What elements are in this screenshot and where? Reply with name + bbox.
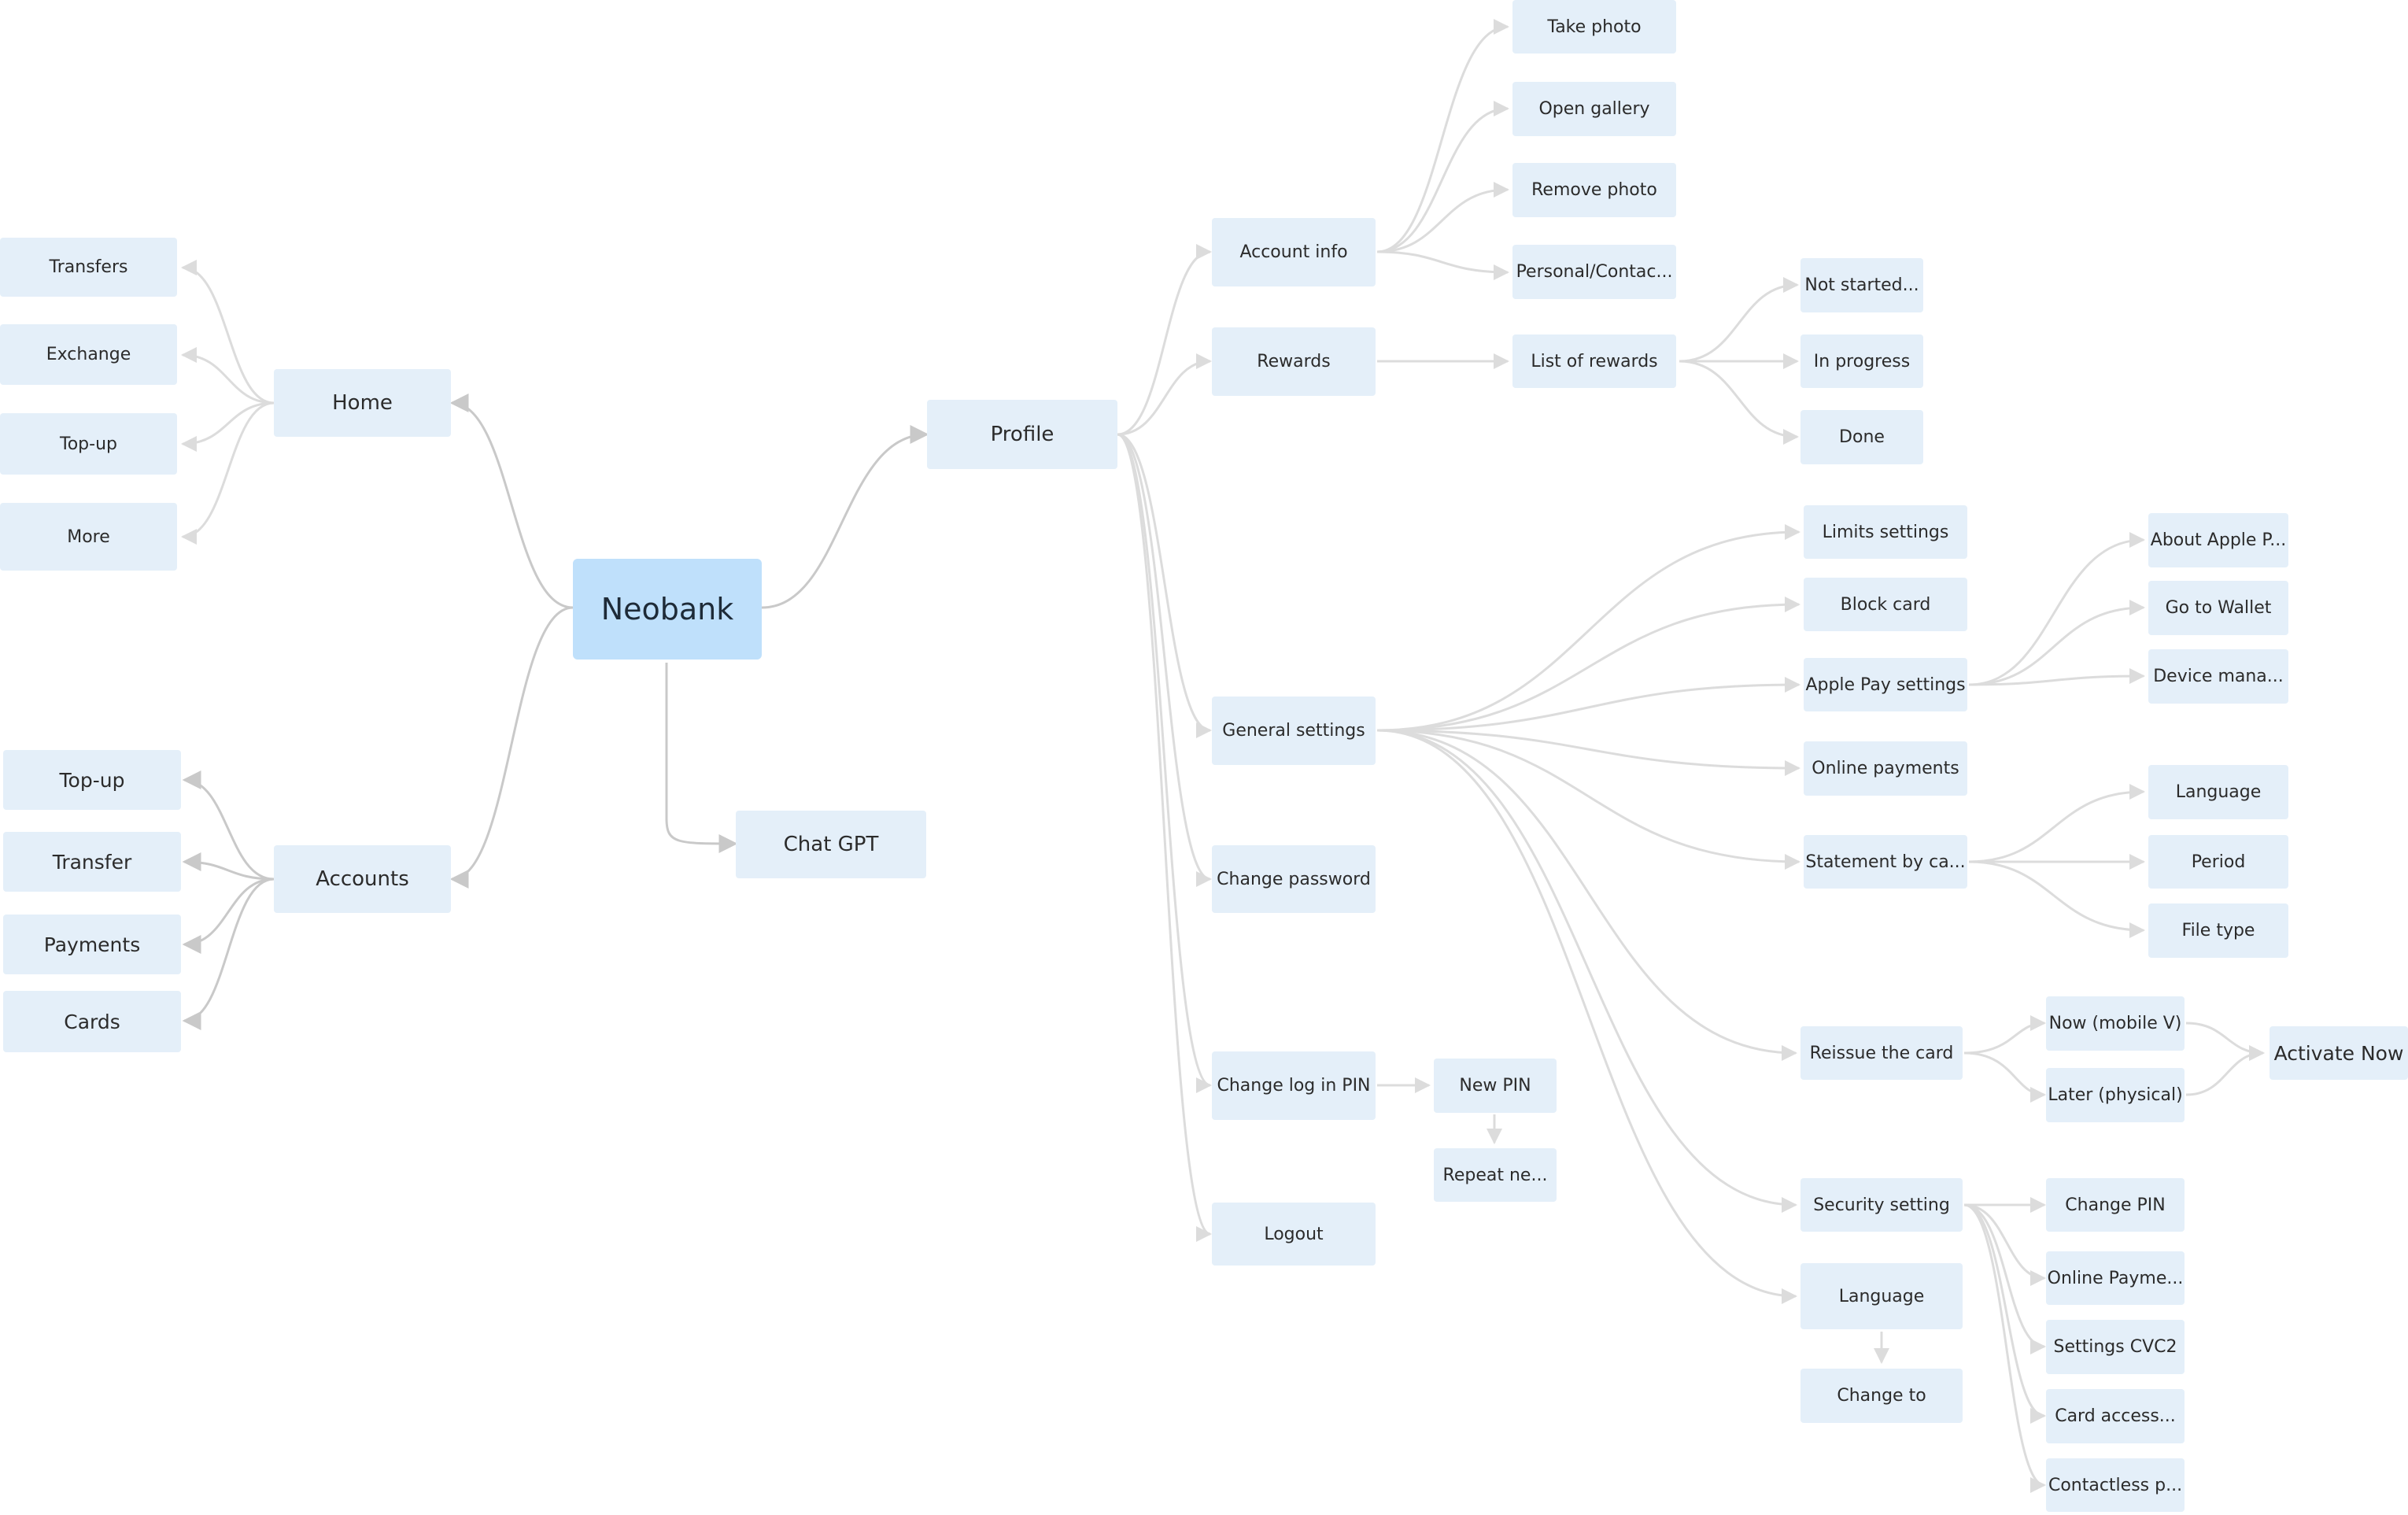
change-password-node[interactable]: Change password (1212, 845, 1376, 913)
connector (1968, 668, 2145, 686)
connector (761, 425, 929, 609)
connector (449, 394, 574, 609)
home-child-more[interactable]: More (0, 503, 177, 571)
connector (1376, 729, 1800, 776)
connector (1376, 101, 1509, 253)
statement-node[interactable]: Statement by ca... (1804, 835, 1967, 889)
accounts-child-payments[interactable]: Payments (3, 915, 181, 974)
home-node[interactable]: Home (274, 369, 451, 437)
statement-language-node[interactable]: Language (2148, 765, 2288, 819)
home-child-transfers[interactable]: Transfers (0, 238, 177, 297)
logout-node[interactable]: Logout (1212, 1203, 1376, 1266)
connector (2185, 1022, 2265, 1061)
list-of-rewards-node[interactable]: List of rewards (1512, 334, 1676, 388)
connector (182, 878, 275, 1030)
reward-status-in-progress[interactable]: In progress (1800, 334, 1923, 388)
connector (1376, 677, 1800, 732)
accounts-node[interactable]: Accounts (274, 845, 451, 913)
connector (1376, 250, 1509, 280)
block-card-node[interactable]: Block card (1804, 578, 1967, 631)
profile-node[interactable]: Profile (927, 400, 1117, 469)
reissue-card-node[interactable]: Reissue the card (1800, 1026, 1963, 1080)
change-login-pin-node[interactable]: Change log in PIN (1212, 1051, 1376, 1120)
connector (1968, 532, 2145, 686)
language-node[interactable]: Language (1800, 1263, 1963, 1329)
go-to-wallet-node[interactable]: Go to Wallet (2148, 581, 2288, 635)
home-child-exchange[interactable]: Exchange (0, 324, 177, 385)
settings-cvc2-node[interactable]: Settings CVC2 (2046, 1320, 2185, 1374)
repeat-new-pin-node[interactable]: Repeat ne... (1434, 1148, 1557, 1202)
open-gallery-node[interactable]: Open gallery (1512, 82, 1676, 136)
connector (181, 260, 275, 405)
connector (1117, 433, 1212, 887)
connector (1679, 277, 1799, 363)
connector (1968, 600, 2145, 686)
connector (1963, 1203, 2046, 1424)
connector (1376, 597, 1800, 732)
remove-photo-node[interactable]: Remove photo (1512, 163, 1676, 217)
connector (1117, 433, 1212, 1093)
statement-period-node[interactable]: Period (2148, 835, 2288, 889)
security-setting-node[interactable]: Security setting (1800, 1178, 1963, 1232)
personal-contact-node[interactable]: Personal/Contac... (1512, 245, 1676, 299)
connector (665, 663, 738, 853)
reissue-later-node[interactable]: Later (physical) (2046, 1068, 2185, 1122)
connector (1963, 1203, 2046, 1354)
reissue-now-node[interactable]: Now (mobile V) (2046, 996, 2185, 1051)
connector (1376, 729, 1797, 1061)
reward-status-done[interactable]: Done (1800, 410, 1923, 464)
about-apple-pay-node[interactable]: About Apple P... (2148, 513, 2288, 567)
connector (1376, 729, 1797, 1304)
apple-pay-settings-node[interactable]: Apple Pay settings (1804, 658, 1967, 711)
accounts-child-cards[interactable]: Cards (3, 991, 181, 1052)
change-pin-node[interactable]: Change PIN (2046, 1178, 2185, 1232)
contactless-payments-node[interactable]: Contactless p... (2046, 1458, 2185, 1512)
connector (1963, 1015, 2046, 1055)
connector (1376, 524, 1800, 732)
connector (182, 770, 275, 881)
change-to-node[interactable]: Change to (1800, 1369, 1963, 1423)
connector (1117, 353, 1212, 436)
rewards-node[interactable]: Rewards (1212, 327, 1376, 396)
connector (449, 606, 574, 889)
connector (182, 852, 275, 881)
online-payments-node[interactable]: Online payments (1804, 741, 1967, 796)
accounts-child-topup[interactable]: Top-up (3, 750, 181, 810)
device-management-node[interactable]: Device mana... (2148, 649, 2288, 704)
activate-now-node[interactable]: Activate Now (2270, 1026, 2408, 1080)
account-info-node[interactable]: Account info (1212, 218, 1376, 286)
connector (1376, 729, 1800, 870)
connector (1963, 1203, 2046, 1286)
connector (181, 401, 275, 452)
connector (1968, 784, 2145, 863)
general-settings-node[interactable]: General settings (1212, 697, 1376, 765)
card-access-node[interactable]: Card access... (2046, 1389, 2185, 1443)
limits-settings-node[interactable]: Limits settings (1804, 505, 1967, 559)
online-payments-security-node[interactable]: Online Payme... (2046, 1251, 2185, 1305)
connector (1963, 1203, 2046, 1493)
connector (1117, 433, 1212, 738)
connector (1376, 182, 1509, 253)
take-photo-node[interactable]: Take photo (1512, 0, 1676, 54)
connector (1376, 19, 1509, 253)
connector (1679, 360, 1799, 445)
root-node[interactable]: Neobank (573, 559, 762, 660)
chat-gpt-node[interactable]: Chat GPT (736, 811, 926, 878)
connector (1117, 244, 1212, 436)
statement-file-type-node[interactable]: File type (2148, 903, 2288, 958)
connector (181, 347, 275, 405)
accounts-child-transfer[interactable]: Transfer (3, 832, 181, 892)
connector (1117, 433, 1212, 1242)
connector (181, 401, 275, 545)
home-child-topup[interactable]: Top-up (0, 413, 177, 475)
reward-status-not-started[interactable]: Not started... (1800, 258, 1923, 312)
connector (182, 878, 275, 954)
new-pin-node[interactable]: New PIN (1434, 1059, 1557, 1113)
connector (1963, 1051, 2046, 1103)
connector (2185, 1045, 2265, 1096)
connector (1376, 729, 1797, 1213)
connector (1968, 860, 2145, 938)
